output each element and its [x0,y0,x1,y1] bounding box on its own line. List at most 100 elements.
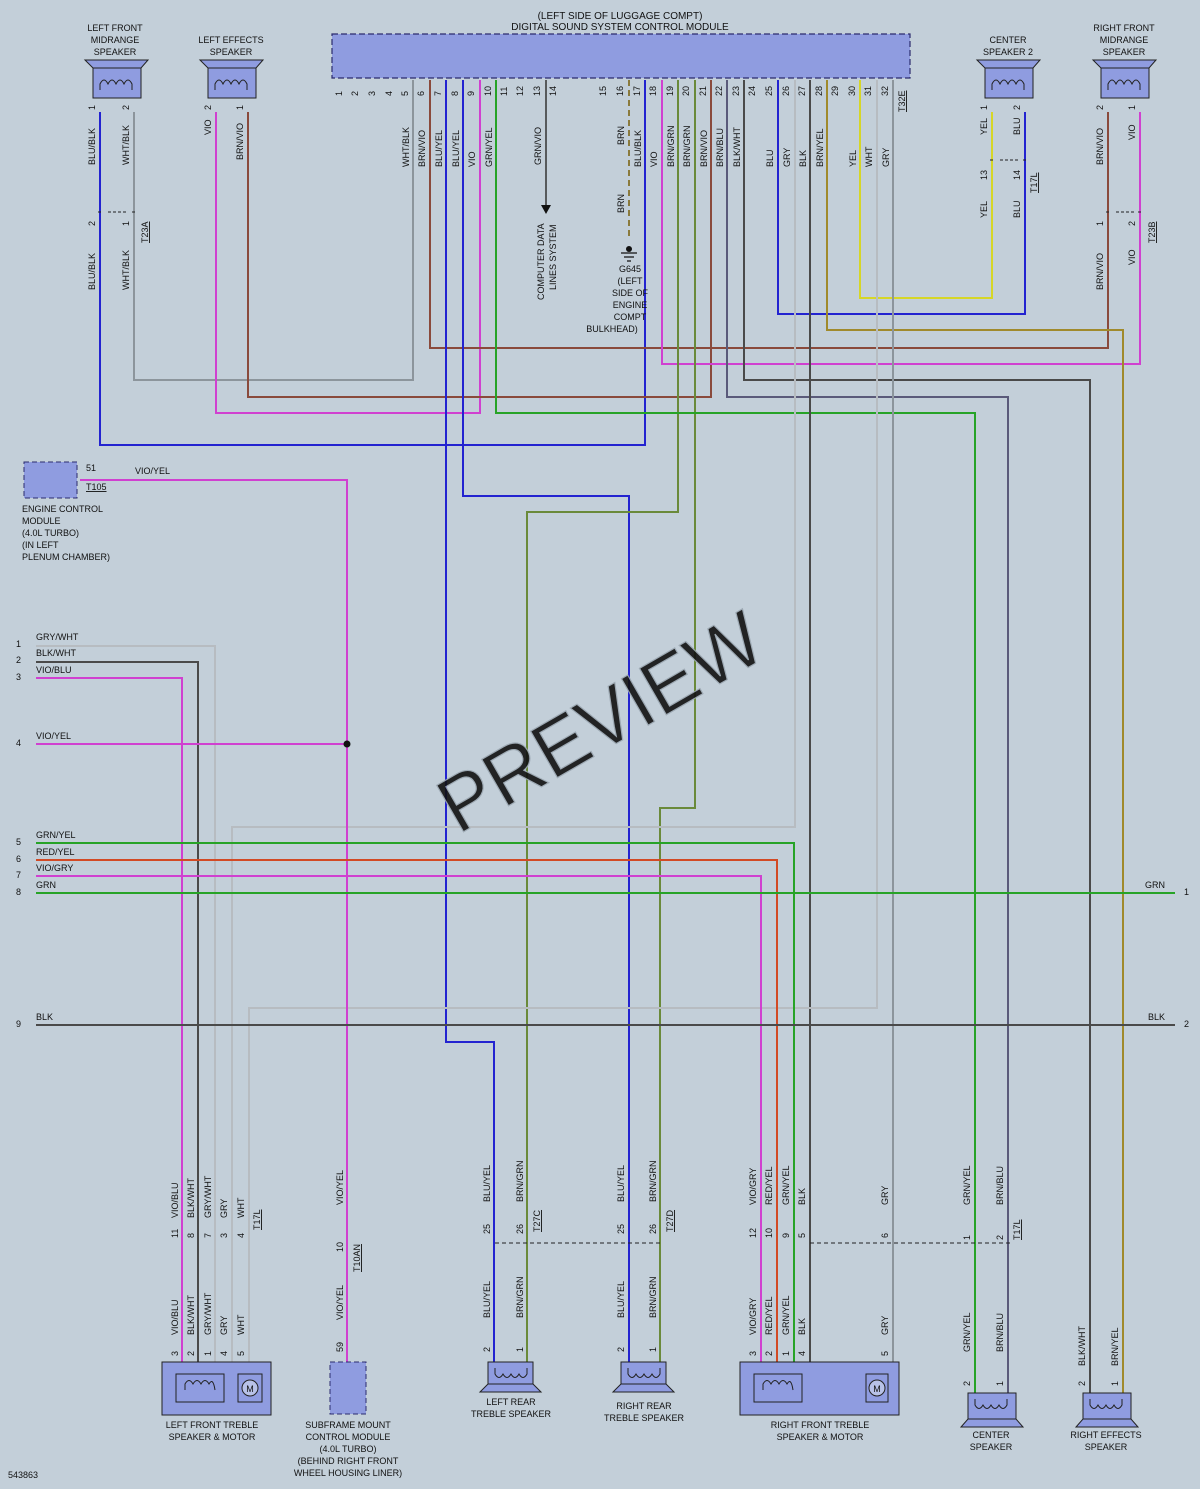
wire-label: VIO/BLU [170,1299,180,1335]
pin-number: 1 [203,1351,213,1356]
pin-number: 1 [1095,221,1105,226]
coil-icon [974,1399,1008,1409]
wire-label: BLK/WHT [186,1294,196,1335]
ground-loc-1: (LEFT [617,276,643,286]
wire-vio-rf-midrange [661,80,1141,365]
right-rear-treble-speaker: RIGHT REAR TREBLE SPEAKER [604,1361,685,1423]
sub-label-3: (4.0L TURBO) [319,1444,376,1454]
module-pin-27: 27 [797,86,807,96]
module-pin-16: 16 [615,86,625,96]
ground-symbol [621,252,637,262]
wire-label: RED/YEL [764,1296,774,1335]
pin-number: 10 [335,1242,345,1252]
wire-brn-grn-left-rear [526,80,679,1365]
wire-label: BRN/VIO [235,123,245,160]
module-wire-label: BRN/BLU [715,128,725,167]
component-body [329,1361,367,1415]
wire-label: BLU/YEL [482,1165,492,1202]
speaker-icon [1074,1418,1140,1428]
module-wire-label: BLU/BLK [633,130,643,167]
wire-label: BLK [797,1188,807,1205]
pin-number: 2 [1077,1381,1087,1386]
pin-number: 4 [219,1351,229,1356]
wire-label: BLK [797,1318,807,1335]
coil-icon [991,79,1025,90]
module-wire-label: BRN [616,126,626,145]
module-wire-label: BLU/YEL [434,130,444,167]
module-wire-label: BRN/GRN [666,125,676,167]
coil-icon [184,1380,216,1391]
module-wire-label: BRN/VIO [417,130,427,167]
rrt-label-1: RIGHT REAR [616,1401,672,1411]
module-pin-9: 9 [466,91,476,96]
rft-label-1: RIGHT FRONT TREBLE [771,1420,870,1430]
module-wire-label: BLK [798,150,808,167]
wire-label: BLU/YEL [616,1165,626,1202]
pin-number: 1 [962,1235,972,1240]
wire-label: BLK/WHT [186,1177,196,1218]
speaker-icon [611,1383,676,1393]
pin-number: 2 [203,105,213,110]
bottom-wire-labels: VIO/BLU BLK/WHT GRY/WHT GRY WHT VIO/BLU … [170,1160,1120,1386]
wire-label: YEL [979,201,989,218]
module-pin-26: 26 [781,86,791,96]
module-body [331,33,911,79]
pin-number: 2 [186,1351,196,1356]
bus-right-num: 1 [1184,887,1189,897]
speaker-icon [1091,59,1158,69]
connector-t17l: T17L [1012,1219,1022,1240]
ecm-wire-label: VIO/YEL [135,466,170,476]
wire-label: BRN/GRN [515,1160,525,1202]
module-pin-15: 15 [598,86,608,96]
pin-number: 2 [1095,105,1105,110]
pin-number: 7 [203,1233,213,1238]
module-pin-23: 23 [731,86,741,96]
pin-number: 5 [880,1351,890,1356]
pin-number: 1 [781,1351,791,1356]
coil-icon [762,1380,794,1391]
connector-t17l: T17L [252,1209,262,1230]
wire-layer [36,80,1175,1393]
wire-bus-vio-gry [36,875,762,1365]
module-pin-14: 14 [548,86,558,96]
wire-label: GRY [219,1199,229,1218]
wire-label: VIO/GRY [748,1298,758,1335]
coil-icon [1107,79,1141,90]
motor-icon [237,1373,263,1403]
module-pin-17: 17 [632,86,642,96]
speaker-icon [175,1373,225,1403]
module-name: DIGITAL SOUND SYSTEM CONTROL MODULE [511,22,729,33]
coil-icon [494,1368,528,1378]
module-wire-label: BLU [765,149,775,167]
pin-number: 2 [764,1351,774,1356]
left-rear-treble-speaker: LEFT REAR TREBLE SPEAKER [471,1361,552,1419]
cs-label-1: CENTER [972,1430,1010,1440]
rrt-label-2: TREBLE SPEAKER [604,1413,685,1423]
ref-label-2: SPEAKER [1085,1442,1128,1452]
lfm-label-3: SPEAKER [94,47,137,57]
module-pin-21: 21 [698,86,708,96]
pin-number: 26 [515,1224,525,1234]
pin-number: 1 [1110,1381,1120,1386]
module-pin-22: 22 [714,86,724,96]
wire-wht-blk-lf-midrange [133,80,414,381]
bus-num: 7 [16,870,21,880]
ground-dot [626,246,632,252]
bus-num: 2 [16,655,21,665]
coil-icon [627,1368,661,1378]
module-pin-25: 25 [764,86,774,96]
wire-label: GRY [880,1186,890,1205]
wire-blu-yel-right-rear [462,80,630,1365]
rfm-label-1: RIGHT FRONT [1093,23,1155,33]
wire-label: BRN/GRN [648,1276,658,1318]
wire-vio-yel-ecm [80,479,348,1365]
connector-t27d: T27D [665,1209,675,1232]
coil-icon [214,79,248,90]
speaker-icon [975,59,1042,69]
preview-watermark: PREVIEW [423,593,779,849]
lef-label-2: SPEAKER [210,47,253,57]
wire-brn-yel-right-effects [826,80,1124,1393]
wire-brn-vio-rf-midrange [429,80,1109,349]
